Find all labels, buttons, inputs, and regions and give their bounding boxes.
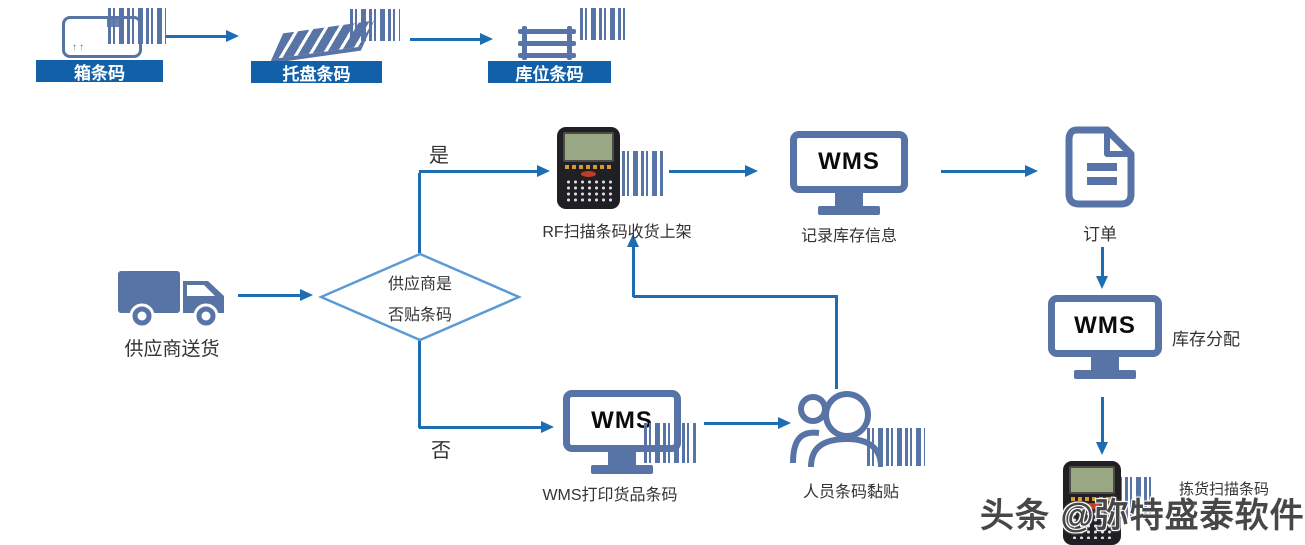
legend-label-location-barcode: 库位条码 bbox=[488, 61, 611, 84]
arrow-print-to-stick bbox=[704, 422, 778, 425]
scanner-buttons bbox=[565, 165, 612, 169]
arrow-decision-yes-v bbox=[418, 173, 421, 253]
barcode-icon bbox=[644, 423, 696, 463]
monitor-stand bbox=[835, 193, 863, 206]
arrow-print-to-stick-head bbox=[778, 417, 791, 429]
arrow-decision-yes-head bbox=[537, 165, 550, 177]
arrow-decision-no-head bbox=[541, 421, 554, 433]
arrow-decision-yes-h bbox=[419, 170, 539, 173]
no-branch-label: 否 bbox=[431, 440, 451, 462]
yes-branch-label: 是 bbox=[429, 145, 449, 167]
scanner-screen bbox=[563, 132, 614, 162]
picking-scanner-icon bbox=[1063, 461, 1121, 545]
wms-monitor-allocate: WMS bbox=[1048, 295, 1162, 379]
rack-shelf bbox=[518, 29, 576, 34]
decision-line2: 否贴条码 bbox=[387, 306, 452, 324]
scanner-keypad bbox=[565, 179, 612, 203]
arrow-decision-no-h bbox=[419, 426, 541, 429]
decision-diamond bbox=[318, 252, 522, 342]
scanner-screen bbox=[1069, 466, 1115, 494]
monitor-base bbox=[1074, 370, 1136, 379]
wms-monitor-print: WMS bbox=[563, 390, 681, 474]
barcode-icon bbox=[108, 8, 166, 44]
scanner-scan-button bbox=[581, 171, 596, 177]
barcode-icon bbox=[622, 151, 665, 196]
arrow-order-to-allocate bbox=[1101, 247, 1104, 277]
wms-screen: WMS bbox=[790, 131, 908, 193]
scanner-buttons bbox=[1071, 497, 1113, 501]
monitor-base bbox=[591, 465, 653, 474]
arrow-allocate-to-pick-head bbox=[1096, 442, 1108, 455]
arrow-supplier-to-decision bbox=[238, 294, 300, 297]
wms-monitor-record: WMS bbox=[790, 131, 908, 215]
stick-label: 人员条码黏贴 bbox=[802, 484, 899, 501]
supplier-label: 供应商送货 bbox=[124, 339, 220, 360]
box-fragile-marks: ↑↑ bbox=[72, 42, 86, 53]
legend-label-box-barcode: 箱条码 bbox=[36, 60, 163, 83]
arrow-stick-return-v2 bbox=[632, 246, 635, 297]
arrow-record-to-order bbox=[941, 170, 1025, 173]
barcode-icon bbox=[867, 428, 925, 466]
arrow-stick-return-h bbox=[633, 295, 838, 298]
decision-text: 供应商是 否贴条码 bbox=[318, 251, 522, 343]
decision-line1: 供应商是 bbox=[387, 275, 452, 293]
arrow-box-to-pallet bbox=[165, 35, 226, 38]
monitor-stand bbox=[608, 452, 636, 465]
monitor-base bbox=[818, 206, 880, 215]
arrow-allocate-to-pick bbox=[1101, 397, 1104, 443]
monitor-stand bbox=[1091, 357, 1119, 370]
truck-icon bbox=[118, 271, 224, 329]
scanner-keypad bbox=[1071, 511, 1113, 539]
order-document-icon bbox=[1065, 126, 1135, 208]
arrow-record-to-order-head bbox=[1025, 165, 1038, 177]
arrow-stick-return-v1 bbox=[835, 297, 838, 389]
barcode-icon bbox=[580, 8, 628, 40]
rack-icon bbox=[518, 26, 576, 60]
rf-scan-label: RF扫描条码收货上架 bbox=[542, 224, 692, 241]
arrow-pallet-to-rack-head bbox=[480, 33, 493, 45]
rf-scanner-icon bbox=[557, 127, 620, 209]
arrow-decision-no-v bbox=[418, 340, 421, 428]
print-label: WMS打印货品条码 bbox=[542, 487, 678, 504]
scanner-scan-button bbox=[1084, 503, 1100, 509]
barcode-icon bbox=[350, 9, 400, 41]
allocate-label: 库存分配 bbox=[1172, 330, 1240, 349]
arrow-scan-to-record bbox=[669, 170, 745, 173]
arrow-stick-return-head bbox=[627, 234, 639, 247]
order-label: 订单 bbox=[1083, 225, 1117, 244]
legend-label-pallet-barcode: 托盘条码 bbox=[251, 61, 382, 84]
wms-screen: WMS bbox=[1048, 295, 1162, 357]
pick-label: 拣货扫描条码 bbox=[1178, 481, 1269, 498]
arrow-scan-to-record-head bbox=[745, 165, 758, 177]
arrow-pallet-to-rack bbox=[410, 38, 480, 41]
rack-shelf bbox=[518, 41, 576, 46]
arrow-order-to-allocate-head bbox=[1096, 276, 1108, 289]
record-label: 记录库存信息 bbox=[800, 228, 897, 245]
arrow-supplier-to-decision-head bbox=[300, 289, 313, 301]
arrow-box-to-pallet-head bbox=[226, 30, 239, 42]
rack-shelf bbox=[518, 53, 576, 58]
watermark-text: 头条 @弥特盛泰软件 bbox=[980, 497, 1305, 535]
